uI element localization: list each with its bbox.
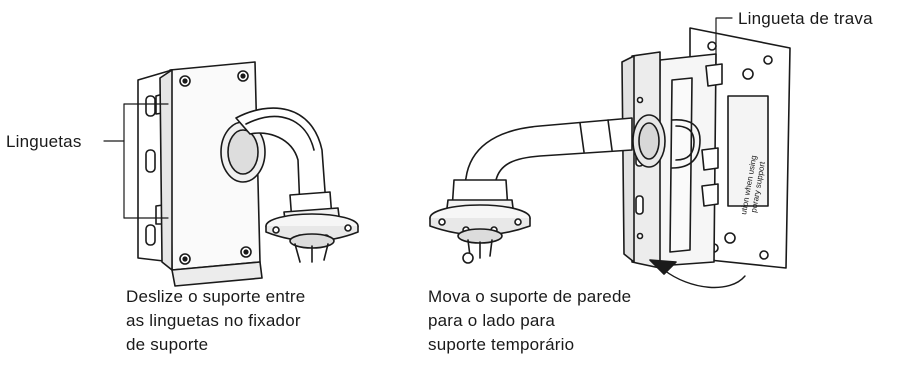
caption-left-line-2: as linguetas no fixador xyxy=(126,311,301,330)
caption-left-line-3: de suporte xyxy=(126,335,209,354)
left-bracket-illustration xyxy=(137,61,359,287)
caption-left-line-1: Deslize o suporte entre xyxy=(126,287,306,306)
rotation-arrow xyxy=(649,259,746,289)
trava-callout-line xyxy=(715,17,733,65)
right-bracket-illustration: ution when using porary support xyxy=(429,27,791,269)
lingueta-de-trava-label: Lingueta de trava xyxy=(738,9,873,28)
linguetas-label: Linguetas xyxy=(6,132,82,151)
caption-right-line-1: Mova o suporte de parede xyxy=(428,287,632,306)
linguetas-callout-lines xyxy=(103,103,169,219)
caption-left: Deslize o suporte entre as linguetas no … xyxy=(126,285,305,357)
caption-right: Mova o suporte de parede para o lado par… xyxy=(428,285,631,357)
caption-right-line-2: para o lado para xyxy=(428,311,556,330)
caption-right-line-3: suporte temporário xyxy=(428,335,575,354)
